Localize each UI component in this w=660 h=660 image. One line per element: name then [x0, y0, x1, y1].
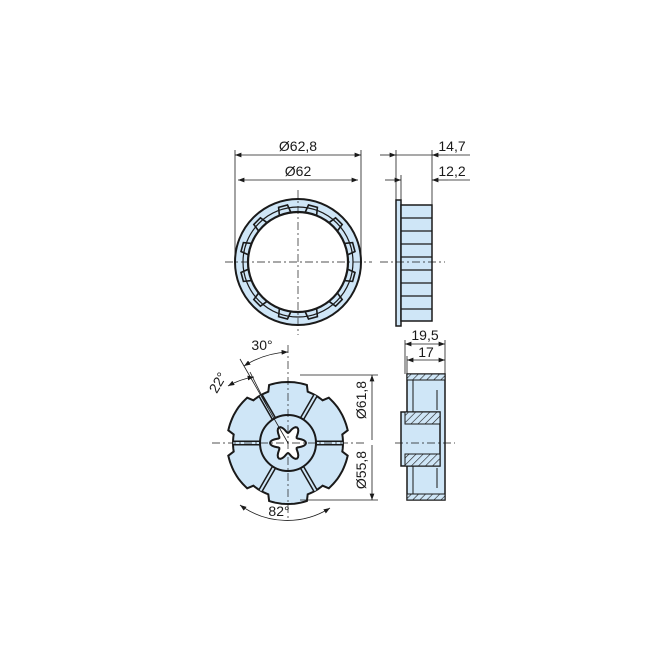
bottom-wheel-side-view: 19,5 17 [395, 327, 455, 501]
ring-tooth [344, 268, 356, 283]
ring-tooth [344, 241, 356, 256]
ring-tooth [277, 204, 292, 216]
ring-tooth [304, 308, 319, 320]
bottom-wheel-front-view [212, 345, 365, 520]
label-bottom-overall-width: 19,5 [411, 327, 438, 343]
ring-tooth [328, 216, 344, 232]
label-top-body-width: 12,2 [438, 163, 465, 179]
ring-tooth [304, 204, 319, 216]
label-angle-30: 30° [251, 337, 272, 353]
ring-tooth [252, 292, 268, 308]
top-ring-front-view [225, 190, 372, 335]
ring-tooth [240, 268, 252, 283]
label-bottom-body-width: 17 [418, 344, 434, 360]
ring-tooth [328, 292, 344, 308]
label-bottom-inner-diameter: Ø55,8 [353, 451, 369, 489]
dim-top-outer: Ø62,8 Ø62 [234, 138, 362, 255]
ring-tooth [252, 216, 268, 232]
ring-tooth [240, 241, 252, 256]
label-angle-22: 22° [205, 369, 229, 395]
label-top-inner-diameter: Ø62 [285, 163, 312, 179]
top-ring-side-view: 14,7 12,2 [380, 138, 470, 327]
ring-tooth [277, 308, 292, 320]
dim-bottom-diameters: Ø61,8 Ø55,8 [300, 374, 378, 501]
label-top-overall-width: 14,7 [438, 138, 465, 154]
label-top-outer-diameter: Ø62,8 [279, 138, 317, 154]
label-angle-82: 82° [268, 503, 289, 519]
label-bottom-outer-diameter: Ø61,8 [353, 381, 369, 419]
